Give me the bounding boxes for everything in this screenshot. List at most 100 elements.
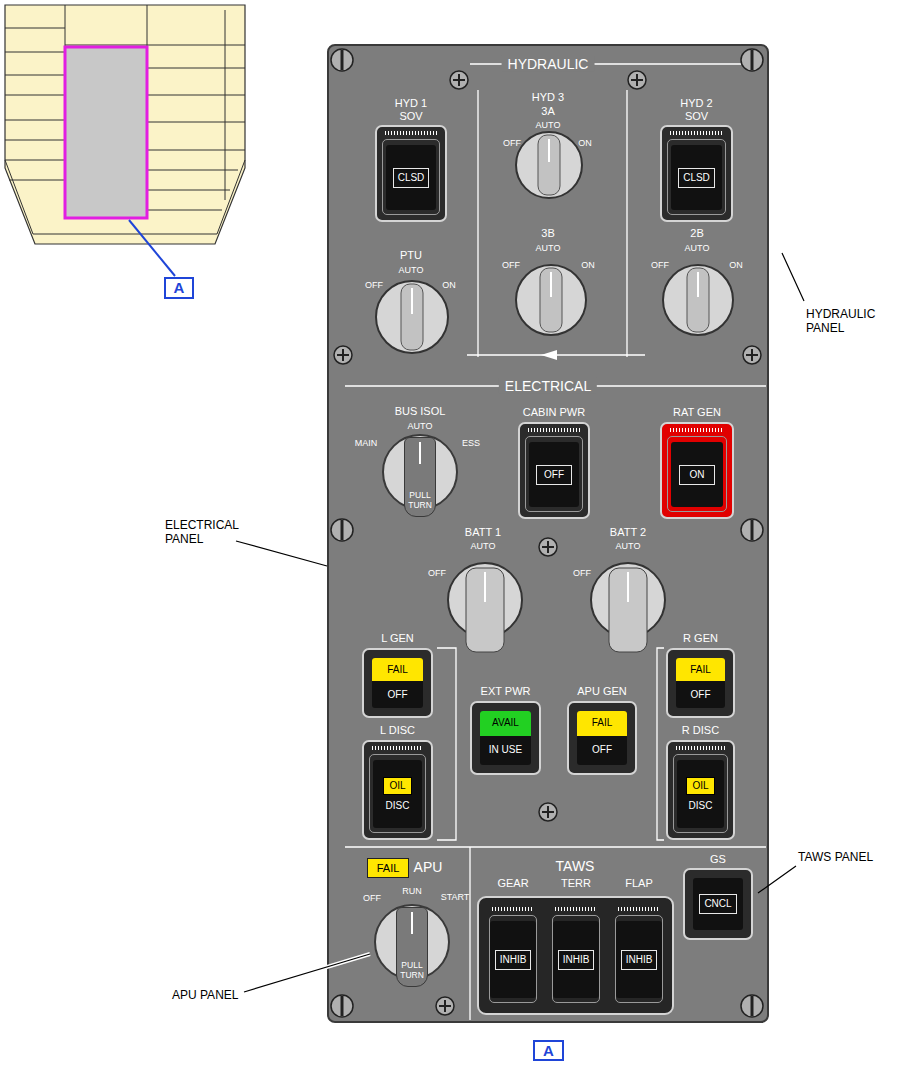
guard-hatch [555, 907, 597, 911]
guard-hatch [618, 907, 660, 911]
taws-switch-frame [478, 897, 673, 1014]
panel-label: BUS ISOL [395, 405, 446, 418]
switch-face: CLSD [386, 145, 436, 210]
guarded-pushbutton: RAT GENON [660, 422, 734, 519]
panel-label: OFF [365, 280, 383, 290]
screw-head [741, 49, 763, 71]
switch-label: TERR [561, 877, 591, 890]
panel-label: AUTO [471, 541, 496, 551]
knob-index [550, 272, 552, 297]
lit-legend: FAIL [387, 664, 408, 676]
switch-label: GEAR [497, 877, 528, 890]
rotary-knob [376, 281, 448, 353]
guarded-pushbutton: TERRINHIB [547, 903, 605, 1008]
screw-head [331, 49, 353, 71]
guarded-pushbutton: GEARINHIB [484, 903, 542, 1008]
callout-letter: A [174, 280, 185, 296]
panel-label: AUTO [536, 243, 561, 253]
locator-highlight [65, 47, 147, 218]
guard-hatch [528, 428, 580, 432]
panel-label: AUTO [685, 243, 710, 253]
leader-line [236, 253, 804, 893]
knob-lever [466, 568, 504, 652]
knob-index [484, 572, 486, 602]
switch-label: HYD 1 SOV [388, 97, 434, 123]
knob-index [548, 139, 550, 162]
locator-outline [5, 5, 245, 244]
switch-legend: INHIB [495, 950, 532, 970]
guard-hatch [492, 907, 534, 911]
panel-label: AUTO [399, 265, 424, 275]
knob-pointer [401, 284, 423, 350]
unlit-legend-field: OFF [388, 681, 408, 708]
panel-label: OFF [428, 568, 446, 578]
screw-cross [746, 349, 758, 361]
screw-slot [751, 520, 754, 540]
knob-lever [609, 568, 647, 652]
switch-face: FAIL OFF [372, 658, 423, 708]
guard-hatch [670, 131, 723, 135]
panel-label: TAWS [556, 858, 595, 874]
switch-face: FAILOFF [577, 711, 627, 765]
panel-label: 3A [541, 105, 554, 118]
screw-slot [751, 50, 754, 70]
leader-halo [244, 954, 370, 992]
guarded-pushbutton: CABIN PWROFF [518, 422, 590, 519]
knob-pointer [540, 268, 562, 332]
switch-label: RAT GEN [673, 406, 721, 419]
switch-face: OFF [529, 442, 579, 507]
switch-face: INHIB [553, 921, 599, 998]
panel-plate [328, 45, 768, 1022]
screw-head [450, 71, 468, 89]
panel-label: TAWS PANEL [798, 851, 873, 865]
panel-label: ELECTRICAL [499, 378, 597, 394]
screw-cross [542, 541, 554, 553]
lit-legend: AVAIL [492, 717, 519, 729]
switch-label: EXT PWR [481, 685, 531, 698]
knob-index [627, 572, 629, 602]
locator-grid [5, 5, 245, 218]
panel-label: BATT 2 [610, 526, 646, 539]
flow-arrowhead [541, 350, 557, 360]
switch-face: INHIB [616, 921, 662, 998]
knob-pointer [687, 268, 709, 332]
leader-line [244, 954, 370, 992]
leader-line [129, 220, 175, 276]
screw-head [331, 519, 353, 541]
switch-face: CNCL [693, 878, 743, 930]
knob-pointer: PULL TURN [404, 437, 436, 517]
panel-label: HYD 3 [532, 91, 564, 104]
panel-label: OFF [363, 893, 381, 903]
guarded-pushbutton: HYD 1 SOVCLSD [375, 125, 447, 222]
switch-label: GS [710, 853, 726, 866]
panel-label: 3B [541, 227, 554, 240]
panel-label: AUTO [536, 120, 561, 130]
screw-slot [341, 50, 344, 70]
screw-head [741, 995, 763, 1017]
panel-label: ESS [462, 438, 480, 448]
unlit-legend-field: IN USE [489, 736, 522, 765]
switch-legend: IN USE [489, 744, 522, 756]
switch-legend: OFF [388, 689, 408, 701]
switch-face: INHIB [490, 921, 536, 998]
switch-legend: OFF [536, 465, 572, 485]
guarded-pushbutton: HYD 2 SOVCLSD [660, 125, 733, 222]
lit-legend: FAIL [592, 717, 613, 729]
panel-label: PTU [400, 249, 422, 262]
switch-face: CLSD [671, 145, 722, 210]
panel-label: ON [578, 138, 592, 148]
rotary-knob [516, 265, 586, 335]
knob-pointer [538, 135, 560, 195]
panel-label: AUTO [616, 541, 641, 551]
annunciator-legend: FAIL [377, 862, 400, 875]
switch-legend: DISC [689, 800, 713, 812]
switch-legend: CNCL [699, 894, 736, 914]
screw-slot [341, 996, 344, 1016]
panel-label: OFF [502, 260, 520, 270]
panel-label: HYDRAULIC [502, 56, 595, 72]
switch-face: OILDISC [677, 760, 724, 828]
rotary-selector-knob: PULL TURN [374, 904, 450, 980]
switch-label: HYD 2 SOV [674, 97, 720, 123]
